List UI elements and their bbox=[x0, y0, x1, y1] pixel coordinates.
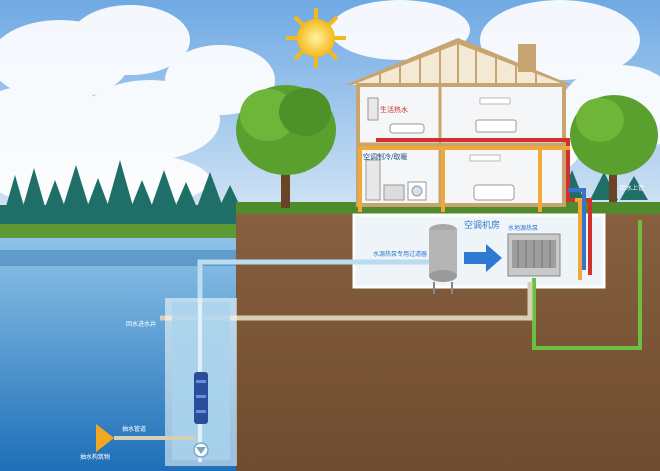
intake-cone-icon bbox=[96, 424, 195, 452]
return-water-pipe bbox=[160, 282, 533, 321]
fridge bbox=[365, 159, 381, 201]
label-hot-water: 生活热水 bbox=[380, 105, 408, 114]
bathtub bbox=[389, 123, 425, 134]
house-pipes bbox=[358, 138, 592, 280]
ground-loop-pipe bbox=[532, 220, 642, 350]
heat-pump-unit-icon bbox=[507, 233, 561, 277]
label-return-water: 回水上管 bbox=[620, 184, 644, 192]
grass-strip-left bbox=[0, 224, 240, 238]
flow-arrow-icon bbox=[464, 244, 502, 272]
submersible-pump-icon bbox=[194, 372, 208, 424]
water-heater bbox=[367, 97, 379, 121]
sun-icon bbox=[286, 8, 346, 68]
filter-tank-icon bbox=[429, 224, 457, 294]
well-foot-valve-icon bbox=[193, 442, 209, 458]
bed bbox=[475, 119, 517, 133]
microwave bbox=[383, 184, 405, 201]
tree-icon bbox=[570, 95, 658, 202]
label-inlet-pipe: 回水进水井 bbox=[126, 320, 156, 328]
label-machine-room: 空调机房 bbox=[464, 219, 500, 231]
lake-reflection bbox=[0, 250, 240, 266]
label-well-pipe: 抽水管道 bbox=[122, 425, 146, 433]
machine-room bbox=[352, 213, 606, 289]
label-ac-room-unit: 空调制冷/取暖 bbox=[363, 152, 407, 161]
tree-icon bbox=[236, 85, 336, 208]
label-heat-pump: 水地源热泵 bbox=[508, 224, 538, 232]
label-pump-device: 抽水构筑物 bbox=[80, 453, 110, 461]
sofa bbox=[473, 184, 515, 201]
wall-ac-unit bbox=[479, 97, 511, 105]
house-icon bbox=[345, 38, 572, 207]
label-filter: 水源热泵专用过滤器 bbox=[373, 250, 427, 258]
wall-ac-unit-2 bbox=[469, 154, 501, 162]
